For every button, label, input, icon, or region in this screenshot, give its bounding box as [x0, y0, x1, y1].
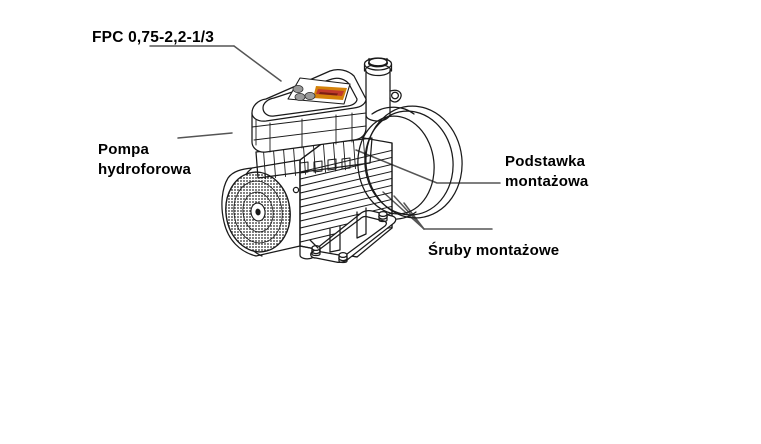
leader-model-diagonal [233, 45, 282, 82]
label-model: FPC 0,75-2,2-1/3 [92, 29, 215, 46]
leader-pump [177, 132, 233, 139]
label-mounting-base: Podstawka montażowa [505, 152, 665, 192]
controller-display [313, 86, 347, 100]
label-base-line2: montażowa [505, 172, 589, 190]
label-pump-line2: hydroforowa [98, 160, 192, 178]
label-mounting-screws: Śruby montażowe [428, 242, 560, 259]
leader-screw-a [382, 191, 425, 230]
label-base-line1: Podstawka [505, 153, 586, 170]
motor-foot [299, 245, 313, 260]
label-pump-line1: Pompa [98, 141, 150, 158]
mounting-base-plate [309, 207, 397, 264]
pump-outlet-port [363, 57, 402, 122]
electronic-controller-unit [251, 69, 367, 153]
mounting-bolts [311, 210, 388, 264]
leader-base [355, 149, 501, 184]
label-pump: Pompa hydroforowa [98, 140, 248, 180]
controller-buttons [292, 85, 316, 102]
leader-screw-c [403, 202, 425, 230]
